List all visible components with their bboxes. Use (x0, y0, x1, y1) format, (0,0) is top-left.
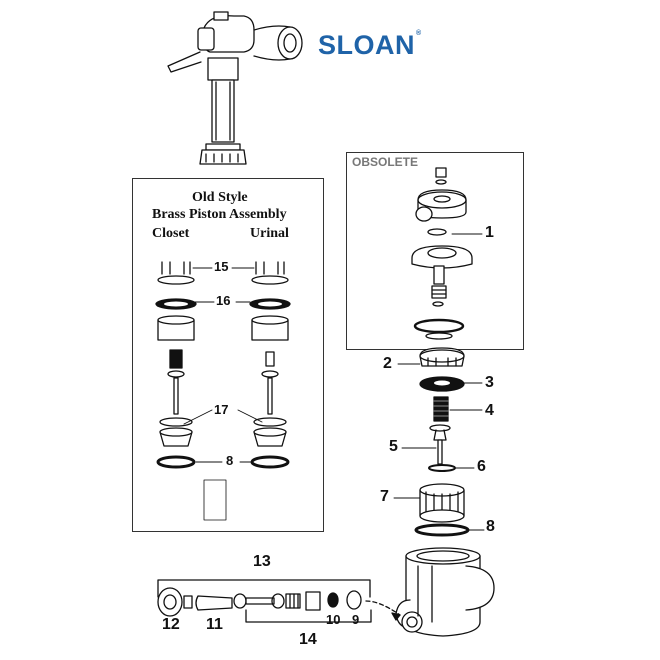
callout-16: 16 (216, 293, 231, 308)
kit-inset (203, 479, 227, 521)
flushometer-valve-illustration (167, 11, 303, 165)
callout-8: 8 (486, 518, 495, 535)
callout-15: 15 (214, 259, 229, 274)
callout-1: 1 (485, 224, 494, 241)
piston-parts-stack (414, 347, 470, 537)
bracket-14 (245, 609, 372, 623)
callout-8-old-style: 8 (226, 453, 234, 468)
urinal-label: Urinal (250, 226, 289, 241)
obsolete-label: OBSOLETE (352, 155, 419, 169)
callout-7: 7 (380, 488, 389, 505)
bracket-13 (157, 579, 371, 598)
obsolete-piston-illustration (411, 167, 473, 340)
callout-2: 2 (383, 355, 392, 372)
registered-mark: ® (416, 30, 422, 37)
callout-4: 4 (485, 402, 494, 419)
old-style-title-line1: Old Style (192, 190, 248, 205)
valve-body-illustration (395, 547, 495, 637)
callout-6: 6 (477, 458, 486, 475)
callout-17: 17 (214, 402, 229, 417)
callout-5: 5 (389, 438, 398, 455)
old-style-title-line2: Brass Piston Assembly (152, 207, 287, 222)
leader-lines (183, 233, 485, 531)
callout-13: 13 (253, 553, 271, 570)
closet-label: Closet (152, 226, 190, 241)
callout-14: 14 (299, 631, 317, 648)
old-style-panel (132, 178, 324, 532)
callout-12: 12 (162, 616, 180, 633)
old-style-urinal-illustration (249, 261, 291, 469)
callout-3: 3 (485, 374, 494, 391)
old-style-closet-illustration (155, 261, 197, 469)
logo-text: SLOAN (318, 30, 415, 60)
sloan-logo: SLOAN® (318, 30, 422, 61)
callout-11: 11 (206, 616, 223, 633)
callout-10: 10 (326, 612, 341, 627)
handle-assembly-illustration (157, 587, 401, 621)
callout-9: 9 (352, 612, 360, 627)
